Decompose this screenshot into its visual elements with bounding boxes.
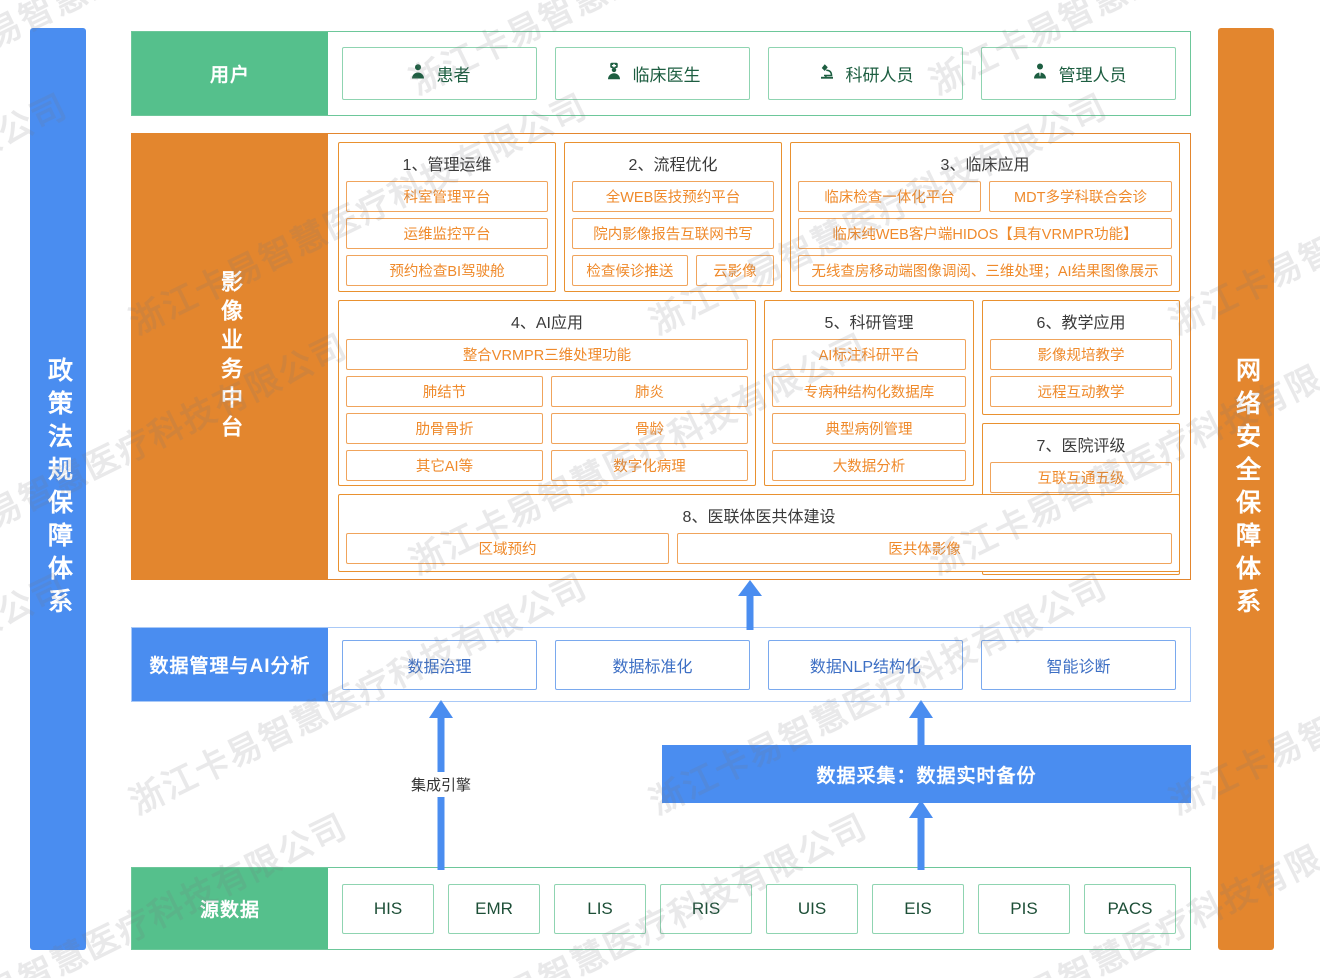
- user-item-label: 管理人员: [1058, 66, 1127, 85]
- group-title: 6、教学应用: [1036, 315, 1126, 332]
- source-data-label: 源数据: [132, 868, 328, 949]
- cell-item[interactable]: 骨龄: [551, 413, 748, 444]
- cell-item[interactable]: 肋骨骨折: [346, 413, 543, 444]
- source-item-uis[interactable]: UIS: [766, 883, 858, 934]
- arrow-collection-to-data: [909, 700, 933, 748]
- cell-item[interactable]: 远程互动教学: [990, 376, 1172, 407]
- source-item-eis[interactable]: EIS: [872, 883, 964, 934]
- integration-engine-label: 集成引擎: [398, 772, 484, 797]
- user-item-label: 临床医生: [632, 66, 701, 85]
- source-item-emr[interactable]: EMR: [448, 883, 540, 934]
- group-title: 3、临床应用: [940, 157, 1030, 174]
- cell-item[interactable]: 数字化病理: [551, 450, 748, 481]
- cell-item[interactable]: 肺结节: [346, 376, 543, 407]
- source-item-pis[interactable]: PIS: [978, 883, 1070, 934]
- cell-item[interactable]: 科室管理平台: [346, 181, 548, 212]
- imaging-platform-band: 影像业务中台 1、管理运维 科室管理平台 运维监控平台 预约检查BI驾驶舱 2、…: [131, 133, 1191, 580]
- data-management-band: 数据管理与AI分析 数据治理 数据标准化 数据NLP结构化 智能诊断: [131, 627, 1191, 702]
- cell-item[interactable]: 典型病例管理: [772, 413, 966, 444]
- cell-item[interactable]: 医共体影像: [676, 533, 1172, 564]
- data-management-body: 数据治理 数据标准化 数据NLP结构化 智能诊断: [328, 628, 1190, 701]
- cell-item[interactable]: MDT多学科联合会诊: [989, 181, 1172, 212]
- user-item-clinician[interactable]: 临床医生: [555, 47, 750, 100]
- research-column: 5、科研管理 AI标注科研平台 专病种结构化数据库 典型病例管理 大数据分析: [764, 300, 974, 486]
- group-process-optimization: 2、流程优化 全WEB医技预约平台 院内影像报告互联网书写 检查候诊推送 云影像: [564, 142, 782, 292]
- source-data-body: HIS EMR LIS RIS UIS EIS PIS PACS: [328, 868, 1190, 949]
- group-title: 2、流程优化: [628, 157, 718, 174]
- user-band-label: 用户: [132, 32, 328, 115]
- group-ai-application: 4、AI应用 整合VRMPR三维处理功能 肺结节 肺炎 肋骨骨折 骨龄: [338, 300, 756, 486]
- cell-item[interactable]: 临床纯WEB客户端HIDOS【具有VRMPR功能】: [798, 218, 1172, 249]
- group-management-ops: 1、管理运维 科室管理平台 运维监控平台 预约检查BI驾驶舱: [338, 142, 556, 292]
- data-item-nlp[interactable]: 数据NLP结构化: [768, 639, 963, 690]
- arrow-source-to-collection: [909, 800, 933, 870]
- cell-item[interactable]: 其它AI等: [346, 450, 543, 481]
- platform-tier-2: 4、AI应用 整合VRMPR三维处理功能 肺结节 肺炎 肋骨骨折 骨龄: [338, 300, 1180, 575]
- source-item-his[interactable]: HIS: [342, 883, 434, 934]
- platform-tier-1: 1、管理运维 科室管理平台 运维监控平台 预约检查BI驾驶舱 2、流程优化 全W…: [338, 142, 1180, 292]
- cell-item[interactable]: 临床检查一体化平台: [798, 181, 981, 212]
- cell-item[interactable]: 云影像: [695, 255, 774, 286]
- manager-icon: [1031, 62, 1049, 85]
- ai-column: 4、AI应用 整合VRMPR三维处理功能 肺结节 肺炎 肋骨骨折 骨龄: [338, 300, 756, 486]
- user-item-label: 科研人员: [845, 66, 914, 85]
- user-item-label: 患者: [436, 66, 471, 85]
- teaching-rating-column: 6、教学应用 影像规培教学 远程互动教学 7、医院评级 互联互通五级 三甲医院评…: [982, 300, 1180, 575]
- user-band: 用户 患者: [131, 31, 1191, 116]
- imaging-platform-label: 影像业务中台: [132, 134, 328, 579]
- cell-item[interactable]: 整合VRMPR三维处理功能: [346, 339, 748, 370]
- cell-item[interactable]: 区域预约: [346, 533, 669, 564]
- source-item-ris[interactable]: RIS: [660, 883, 752, 934]
- group-title: 5、科研管理: [824, 315, 914, 332]
- cell-item[interactable]: 互联互通五级: [990, 462, 1172, 493]
- source-data-band: 源数据 HIS EMR LIS RIS UIS EIS PIS PACS: [131, 867, 1191, 950]
- data-collection-bar: 数据采集：数据实时备份: [662, 745, 1191, 803]
- cell-item[interactable]: 专病种结构化数据库: [772, 376, 966, 407]
- data-management-label: 数据管理与AI分析: [132, 628, 328, 701]
- group-title: 8、医联体医共体建设: [682, 509, 836, 526]
- cell-item[interactable]: 院内影像报告互联网书写: [572, 218, 774, 249]
- cell-item[interactable]: 肺炎: [551, 376, 748, 407]
- data-item-governance[interactable]: 数据治理: [342, 639, 537, 690]
- cell-item[interactable]: 运维监控平台: [346, 218, 548, 249]
- cell-item[interactable]: 全WEB医技预约平台: [572, 181, 774, 212]
- cell-item[interactable]: 预约检查BI驾驶舱: [346, 255, 548, 286]
- cell-item[interactable]: 检查候诊推送: [572, 255, 688, 286]
- group-title: 7、医院评级: [1036, 438, 1126, 455]
- user-item-patient[interactable]: 患者: [342, 47, 537, 100]
- source-item-lis[interactable]: LIS: [554, 883, 646, 934]
- user-band-body: 患者 临床医生: [328, 32, 1190, 115]
- policy-regulation-label: 政策法规保障体系: [44, 357, 73, 621]
- cell-item[interactable]: 大数据分析: [772, 450, 966, 481]
- doctor-icon: [605, 62, 623, 85]
- cell-item[interactable]: 影像规培教学: [990, 339, 1172, 370]
- policy-regulation-sidebar: 政策法规保障体系: [30, 28, 86, 950]
- cell-item[interactable]: AI标注科研平台: [772, 339, 966, 370]
- group-clinical-application: 3、临床应用 临床检查一体化平台 MDT多学科联合会诊 临床纯WEB客户端HID…: [790, 142, 1180, 292]
- source-item-pacs[interactable]: PACS: [1084, 883, 1176, 934]
- group-medical-alliance: 8、医联体医共体建设 区域预约 医共体影像: [338, 494, 1180, 572]
- data-item-standardization[interactable]: 数据标准化: [555, 639, 750, 690]
- group-title: 4、AI应用: [510, 315, 584, 332]
- group-teaching-application: 6、教学应用 影像规培教学 远程互动教学: [982, 300, 1180, 415]
- data-item-intelligent-diagnosis[interactable]: 智能诊断: [981, 639, 1176, 690]
- user-item-administrator[interactable]: 管理人员: [981, 47, 1176, 100]
- network-security-label: 网络安全保障体系: [1232, 357, 1261, 621]
- user-item-researcher[interactable]: 科研人员: [768, 47, 963, 100]
- imaging-platform-body: 1、管理运维 科室管理平台 运维监控平台 预约检查BI驾驶舱 2、流程优化 全W…: [328, 134, 1190, 579]
- group-research-management: 5、科研管理 AI标注科研平台 专病种结构化数据库 典型病例管理 大数据分析: [764, 300, 974, 486]
- imaging-platform-label-text: 影像业务中台: [218, 269, 243, 444]
- group-title: 1、管理运维: [402, 157, 492, 174]
- microscope-icon: [818, 62, 836, 85]
- platform-tier-3: 8、医联体医共体建设 区域预约 医共体影像: [338, 494, 1180, 572]
- user-icon: [409, 62, 427, 85]
- network-security-sidebar: 网络安全保障体系: [1218, 28, 1274, 950]
- cell-item[interactable]: 无线查房移动端图像调阅、三维处理；AI结果图像展示: [798, 255, 1172, 286]
- arrow-data-to-platform: [738, 580, 762, 630]
